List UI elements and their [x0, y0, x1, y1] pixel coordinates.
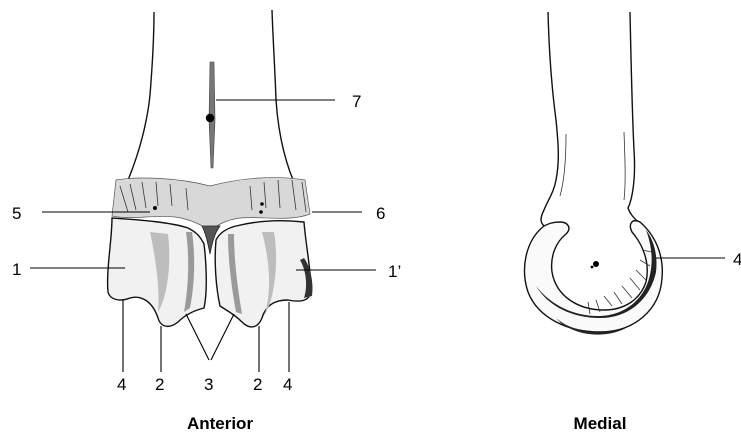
label-1: 1 — [12, 260, 21, 279]
medial-condyle-pit — [593, 261, 599, 267]
nutrient-foramen — [206, 114, 214, 122]
label-7: 7 — [352, 92, 361, 111]
medial-shaft-inner-line-2 — [624, 132, 625, 200]
label-4-right: 4 — [283, 375, 292, 394]
medial-shaft-left-edge — [541, 12, 558, 226]
medial-view: 4 Medial — [525, 12, 741, 433]
medial-shaft-inner-line — [560, 134, 566, 196]
medial-condyle-outline — [525, 221, 663, 332]
leader-3-left — [186, 314, 209, 360]
caption-medial: Medial — [574, 414, 627, 433]
label-6: 6 — [376, 204, 385, 223]
medial-condyle-pit-2 — [591, 266, 594, 269]
label-5: 5 — [12, 204, 21, 223]
label-1prime: 1’ — [388, 262, 401, 281]
label-4-left: 4 — [117, 375, 126, 394]
label-2-left: 2 — [155, 375, 164, 394]
label-medial-4: 4 — [733, 250, 741, 269]
lateral-pit — [260, 202, 264, 206]
leader-3-right — [211, 314, 234, 360]
anterior-shaft-right-edge — [272, 10, 300, 198]
caption-anterior: Anterior — [187, 414, 254, 433]
label-2-right: 2 — [253, 375, 262, 394]
lateral-pit-lower — [259, 210, 263, 214]
medial-pit — [153, 206, 157, 210]
anterior-view: 7 5 6 1 1’ 4 2 3 2 4 Anterior — [12, 10, 401, 433]
anterior-shaft-left-edge — [123, 12, 154, 200]
medial-shaft-right-edge — [628, 12, 638, 222]
label-3: 3 — [204, 375, 213, 394]
